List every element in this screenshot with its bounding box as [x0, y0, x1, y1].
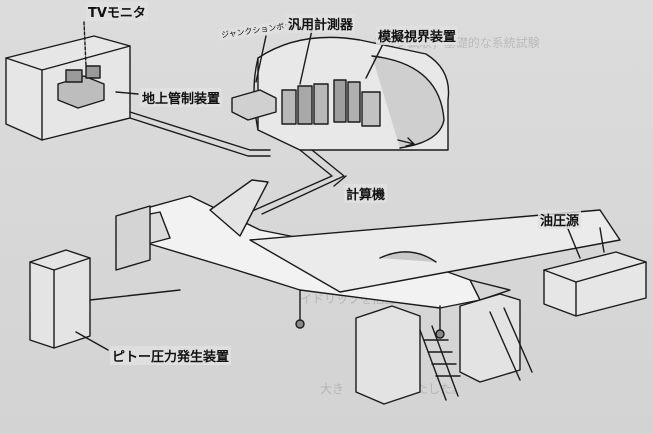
visual-simulator-label: 模擬視界装置 [376, 26, 458, 45]
ground-control-booth [6, 22, 130, 140]
hydraulic-source-label: 油圧源 [538, 210, 581, 229]
general-instrument-label: 汎用計測器 [286, 14, 355, 33]
pitot-pressure-box [30, 250, 180, 348]
tv-monitor-label: TVモニタ [86, 2, 148, 21]
computer-label: 計算機 [344, 184, 387, 203]
pitot-pressure-label: ピトー圧力発生装置 [110, 346, 231, 365]
ground-control-label: 地上管制装置 [140, 88, 222, 107]
access-stairs [356, 294, 532, 404]
simulator-building [232, 37, 449, 150]
